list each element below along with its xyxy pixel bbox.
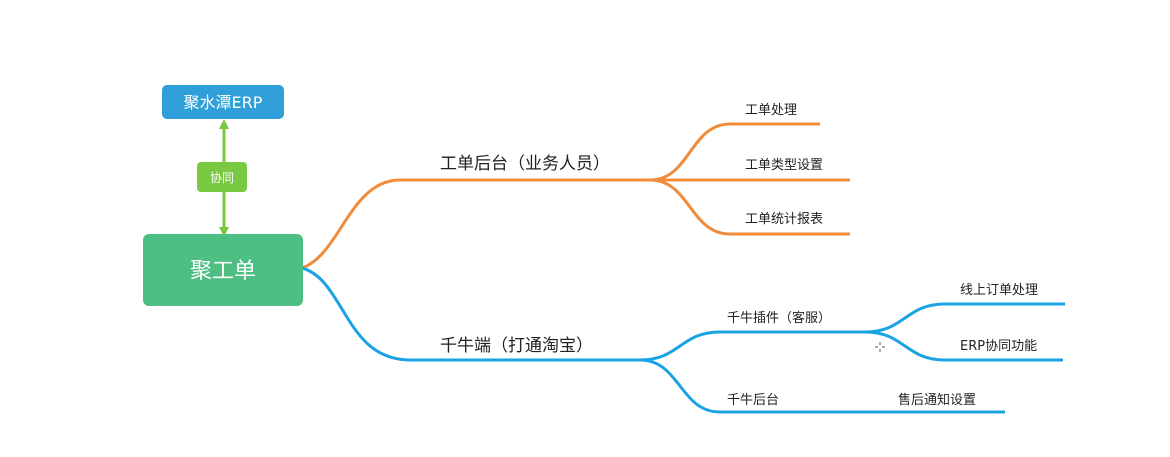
qianniu-plugin-label: 千牛插件（客服）: [727, 310, 831, 326]
link-erp-collab-feature: [864, 330, 1063, 362]
root-label: 聚工单: [190, 259, 256, 284]
link-online-order: [864, 302, 1065, 334]
cursor-crosshair-icon: [875, 342, 885, 352]
erp-label: 聚水潭ERP: [184, 93, 263, 112]
branch-backend-label: 工单后台（业务人员）: [440, 154, 610, 174]
branch-qianniu-line: [301, 266, 640, 362]
link-ticket-processing: [649, 122, 820, 182]
link-ticket-statistics: [649, 178, 850, 236]
ticket-type-settings-label: 工单类型设置: [745, 158, 823, 173]
collab-badge: [197, 162, 247, 192]
ticket-processing-label: 工单处理: [745, 103, 797, 118]
erp-collab-feature-label: ERP协同功能: [960, 339, 1037, 354]
after-sales-notice-label: 售后通知设置: [898, 392, 976, 408]
link-qianniu-plugin: [639, 330, 865, 362]
erp-node: [162, 85, 284, 119]
branch-backend-line: [301, 178, 650, 270]
collab-label: 协同: [210, 170, 234, 185]
ticket-statistics-label: 工单统计报表: [745, 212, 823, 227]
branch-qianniu-label: 千牛端（打通淘宝）: [440, 336, 593, 356]
root-node: [143, 234, 303, 306]
link-qianniu-backend: [639, 358, 1005, 414]
online-order-label: 线上订单处理: [960, 283, 1038, 298]
qianniu-backend-label: 千牛后台: [727, 393, 779, 408]
